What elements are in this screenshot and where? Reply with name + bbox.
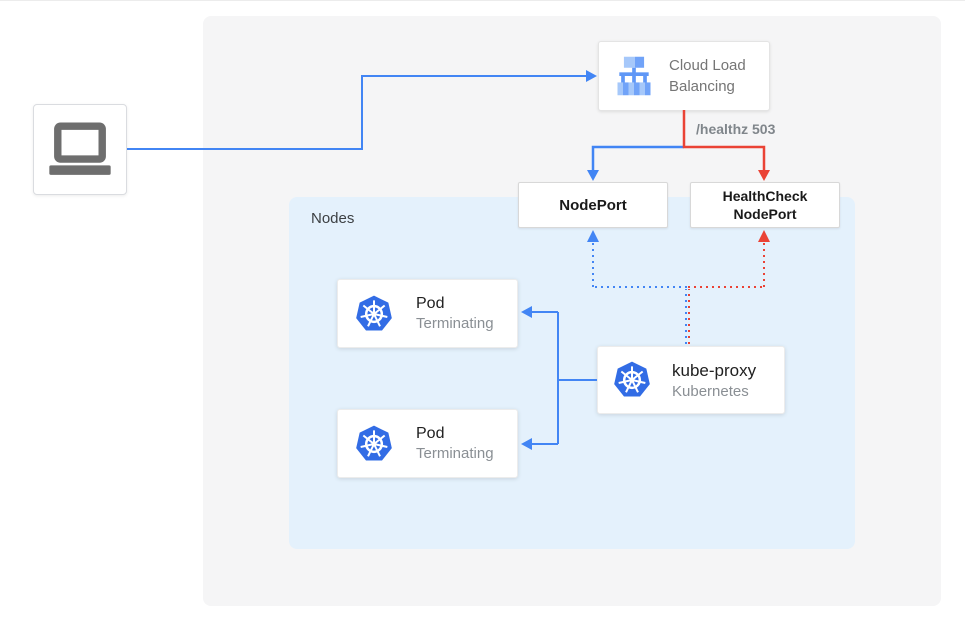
kubernetes-icon: [356, 425, 392, 460]
nodes-group-label: Nodes: [311, 210, 355, 227]
pod-card-1: Pod Terminating: [337, 279, 518, 348]
healthcheck-nodeport-card: HealthCheck NodePort: [690, 182, 840, 228]
kube-proxy-subtitle: Kubernetes: [672, 382, 749, 400]
kubernetes-icon: [356, 295, 392, 330]
cloud-load-balancing-label: Cloud Load Balancing: [669, 57, 746, 95]
nodeport-card: NodePort: [518, 182, 668, 228]
kube-proxy-title: kube-proxy: [672, 360, 757, 380]
client-device-card: [33, 104, 127, 195]
kube-proxy-card: kube-proxy Kubernetes: [597, 346, 785, 414]
pod-status: Terminating: [416, 315, 494, 332]
cloud-load-balancing-icon: [617, 56, 651, 96]
pod-text: Pod Terminating: [416, 425, 494, 462]
kubernetes-icon: [614, 361, 650, 397]
pod-status: Terminating: [416, 445, 494, 462]
pod-text: Pod Terminating: [416, 295, 494, 332]
cloud-load-balancing-card: Cloud Load Balancing: [598, 41, 770, 111]
kube-proxy-text: kube-proxy Kubernetes: [672, 361, 756, 400]
pod-title: Pod: [416, 425, 445, 442]
nodeport-label: NodePort: [559, 196, 627, 214]
healthcheck-nodeport-label-line1: HealthCheck: [722, 188, 808, 204]
pod-card-2: Pod Terminating: [337, 409, 518, 478]
laptop-icon: [49, 122, 111, 175]
healthcheck-nodeport-label-line2: NodePort: [733, 206, 797, 222]
pod-title: Pod: [416, 295, 445, 312]
healthz-status-label: /healthz 503: [696, 121, 776, 137]
